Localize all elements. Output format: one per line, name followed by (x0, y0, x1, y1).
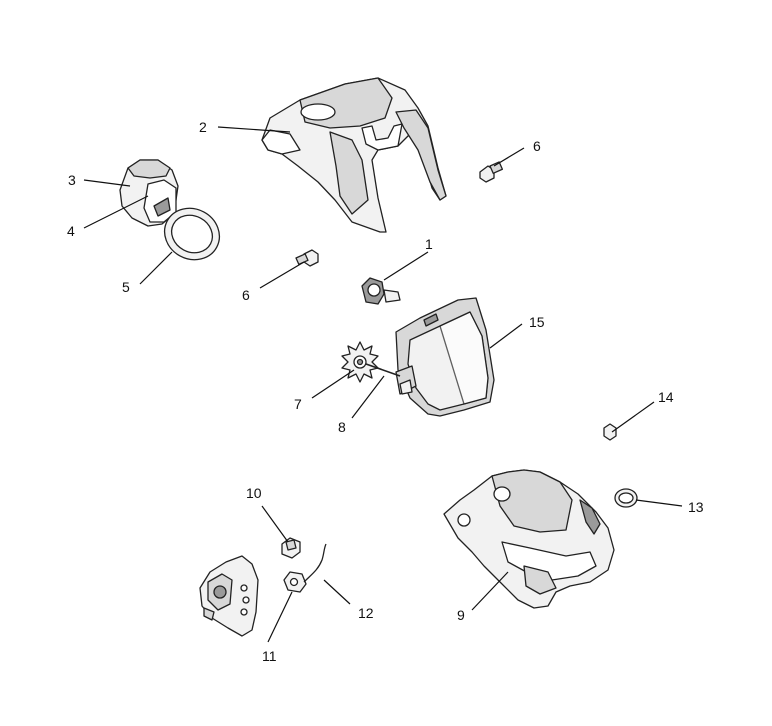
callout-14: 14 (658, 389, 674, 405)
leader-7 (311, 369, 355, 399)
part-ring-gasket (163, 207, 221, 261)
callout-6-upper: 6 (533, 138, 541, 154)
part-lower-housing (443, 469, 615, 609)
leader-12 (323, 579, 351, 605)
part-switch-housing (199, 555, 259, 637)
callout-15: 15 (529, 314, 545, 330)
part-switch-element (283, 571, 307, 593)
leader-6a (493, 147, 525, 167)
callout-5: 5 (122, 279, 130, 295)
leader-6b (259, 261, 305, 289)
leader-lines (83, 126, 683, 643)
callout-1: 1 (425, 236, 433, 252)
part-switch-screw (281, 537, 301, 559)
callout-labels: 2 3 4 5 6 6 1 15 7 8 14 13 9 10 12 11 (67, 119, 704, 664)
leader-5 (139, 251, 173, 285)
leader-13 (635, 499, 683, 507)
callout-2: 2 (199, 119, 207, 135)
leader-14 (611, 401, 655, 433)
callout-4: 4 (67, 223, 75, 239)
part-screw-upper (479, 161, 504, 183)
callout-12: 12 (358, 605, 374, 621)
part-knob-assembly (119, 159, 179, 227)
leader-8 (351, 375, 385, 419)
leader-1 (383, 251, 429, 281)
leader-3 (83, 179, 131, 187)
part-washer (614, 488, 638, 508)
leader-2 (217, 126, 291, 133)
leader-4 (83, 195, 149, 229)
callout-10: 10 (246, 485, 262, 501)
leader-15 (489, 323, 523, 349)
part-adjuster-gear (341, 341, 401, 383)
callout-7: 7 (294, 396, 302, 412)
part-clip (603, 423, 617, 441)
callout-8: 8 (338, 419, 346, 435)
part-screw-lower (295, 249, 319, 267)
callout-11: 11 (262, 648, 277, 664)
leader-10 (261, 505, 289, 543)
part-headlamp (395, 297, 495, 417)
callout-13: 13 (688, 499, 704, 515)
part-bulb-socket (361, 277, 401, 305)
callout-6-lower: 6 (242, 287, 250, 303)
callout-9: 9 (457, 607, 465, 623)
leader-9 (471, 571, 509, 611)
callout-3: 3 (68, 172, 76, 188)
part-switch-wire (303, 543, 327, 583)
part-upper-cover (261, 77, 447, 233)
leader-11 (267, 591, 293, 643)
